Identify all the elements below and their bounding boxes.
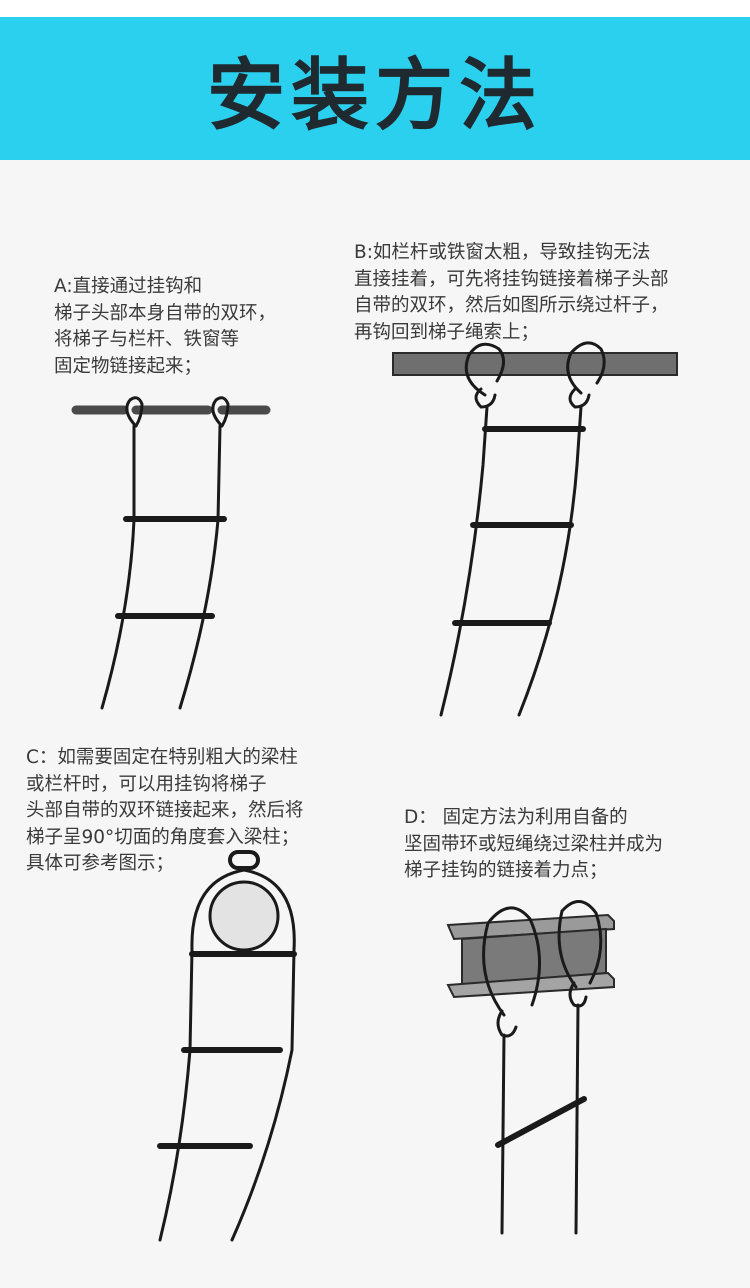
instruction-line: 或栏杆时，可以用挂钩将梯子 <box>26 773 267 795</box>
strap-loop <box>482 906 541 1017</box>
instruction-a: A:直接通过挂钩和 梯子头部本身自带的双环， 将梯子与栏杆、铁窗等 固定物链接起… <box>54 274 276 380</box>
ladder-rope-left <box>500 1033 506 1235</box>
ladder-rope-right <box>517 405 583 717</box>
instruction-line: 梯子呈90°切面的角度套入梁柱； <box>26 826 300 848</box>
instruction-line: 自带的双环，然后如图所示绕过杆子， <box>354 295 669 316</box>
hook-icon <box>568 981 588 1008</box>
ladder-rope-right <box>574 1003 580 1235</box>
instruction-line: B:如栏杆或铁窗太粗，导致挂钩无法 <box>354 242 651 263</box>
hook-icon <box>464 342 505 397</box>
instruction-line: 再钩回到梯子绳索上； <box>354 321 540 343</box>
hook-icon <box>211 396 230 428</box>
instruction-d: D： 固定方法为利用自备的 坚固带环或短绳绕过梁柱并成为 梯子挂钩的链接着力点； <box>404 805 663 885</box>
instruction-line: 将梯子与栏杆、铁窗等 <box>54 329 240 350</box>
hook-icon <box>496 1009 518 1038</box>
ladder-rung <box>495 1096 587 1148</box>
ladder-diagram-d <box>446 900 615 1235</box>
ladder-rope-right <box>230 948 296 1242</box>
instruction-line: A:直接通过挂钩和 <box>54 276 203 297</box>
ladder-diagram-a <box>71 396 271 710</box>
instruction-line: 梯子头部本身自带的双环， <box>54 302 277 324</box>
ladder-rope-left <box>100 424 136 710</box>
strap-loop <box>557 900 603 989</box>
instruction-b: B:如栏杆或铁窗太粗，导致挂钩无法 直接挂着，可先将挂钩链接着梯子头部 自带的双… <box>354 240 669 346</box>
hook-icon <box>474 387 497 409</box>
instruction-line: 头部自带的双环链接起来，然后将 <box>26 800 304 821</box>
hook-icon <box>568 387 591 409</box>
ladder-loop <box>190 868 296 952</box>
ladder-diagram-b <box>392 341 678 717</box>
instruction-line: 坚固带环或短绳绕过梁柱并成为 <box>404 833 664 855</box>
i-beam <box>446 913 615 941</box>
illustration-sheet <box>0 160 750 1288</box>
hook-icon <box>566 341 606 395</box>
hook-icon <box>125 396 144 428</box>
header-banner: 安装方法 <box>0 17 750 160</box>
instruction-line: 固定物链接起来； <box>54 355 203 377</box>
instruction-line: D： 固定方法为利用自备的 <box>404 807 628 828</box>
instruction-line: 直接挂着，可先将挂钩链接着梯子头部 <box>354 268 669 290</box>
ladder-rope-left <box>158 948 194 1242</box>
ladder-rope-right <box>178 424 222 710</box>
ladder-rope-left <box>439 405 489 717</box>
round-post <box>208 880 280 952</box>
instruction-c: C：如需要固定在特别粗大的梁柱 或栏杆时，可以用挂钩将梯子 头部自带的双环链接起… <box>26 745 304 878</box>
thick-rail <box>392 352 678 376</box>
instruction-line: 梯子挂钩的链接着力点； <box>404 860 608 881</box>
instruction-line: 具体可参考图示； <box>26 853 175 874</box>
page-title: 安装方法 <box>206 50 543 141</box>
ladder-diagram-c <box>157 850 297 1242</box>
instruction-line: C：如需要固定在特别粗大的梁柱 <box>26 747 298 768</box>
hook-icon <box>228 850 260 870</box>
